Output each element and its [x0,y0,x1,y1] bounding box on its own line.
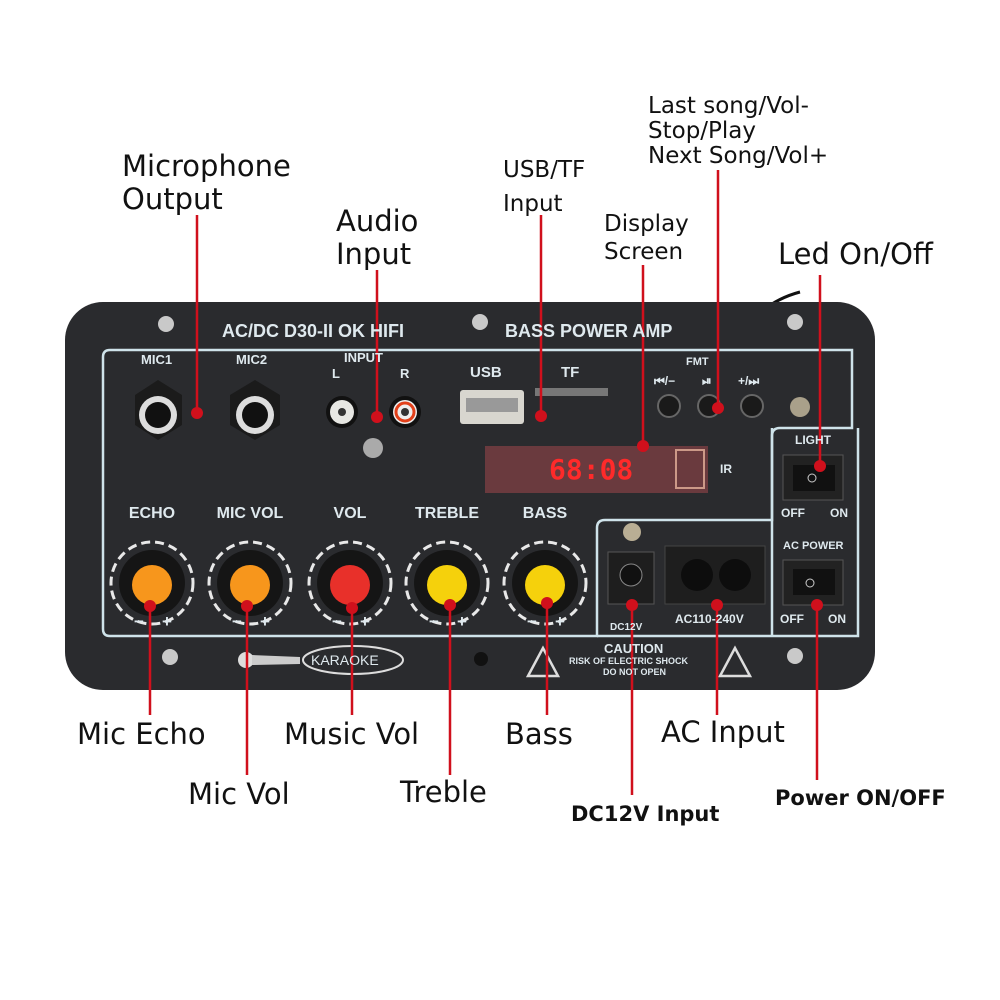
knob-bass[interactable] [502,540,588,626]
callout-display: Display Screen [604,211,689,265]
mounting-holes [158,314,803,665]
next-button [740,394,764,418]
callout-led: Led On/Off [778,237,933,271]
screw [790,397,810,417]
callout-dot [637,440,649,452]
knob-echo[interactable] [109,540,195,626]
callout-dc-input: DC12V Input [571,802,720,826]
input-label: INPUT [344,350,383,365]
callout-treble: Treble [400,775,487,809]
caution-line1: RISK OF ELECTRIC SHOCK [569,656,689,666]
right-label: R [400,366,410,381]
prev-label: ⏮/− [654,374,676,388]
ac-range-label: AC110-240V [675,612,744,626]
knob-minus-mark: − [527,612,537,631]
callout-audio-input: Audio Input [336,204,419,271]
rca-right [389,396,421,428]
callout-dot [346,602,358,614]
panel-trim [101,348,854,638]
dc12v-label: DC12V [610,622,643,633]
knob-label: MIC VOL [216,505,284,522]
play-label: ⏯ [702,374,712,388]
light-on-label: ON [830,506,848,520]
callout-dot [811,599,823,611]
rca-left [326,396,358,428]
knob-minus-mark: − [429,612,439,631]
mic2-label: MIC2 [236,352,268,367]
mic1-jack [135,380,182,440]
mic2-jack [230,380,280,440]
knob-label: VOL [333,505,367,522]
callout-mic-vol: Mic Vol [188,777,290,811]
light-label: LIGHT [795,433,831,447]
light-off-label: OFF [781,506,805,520]
knob-vol[interactable] [307,540,393,626]
knob-minus-mark: − [134,612,144,631]
screw [363,438,383,458]
knob-mic-vol[interactable] [207,540,293,626]
callout-dot [541,597,553,609]
mic1-label: MIC1 [141,352,173,367]
tf-slot [535,388,608,396]
ac-power-label: AC POWER [783,540,844,552]
power-off-label: OFF [780,612,804,626]
shock-warning-icon [525,645,561,678]
knob-plus-mark: + [260,612,270,631]
amp-label: BASS POWER AMP [505,321,673,341]
callout-usb-tf: USB/TF Input [503,157,586,217]
display-screen [485,446,708,493]
caution-label: CAUTION [604,641,664,656]
callout-dot [444,599,456,611]
knob-label: BASS [522,505,568,522]
usb-label: USB [470,364,502,381]
callout-dot [144,600,156,612]
tf-label: TF [561,364,580,381]
power-on-label: ON [828,612,846,626]
callout-dot [371,411,383,423]
display-digits: 68:08 [549,453,634,486]
callout-music-vol: Music Vol [284,717,420,751]
callout-dot [626,599,638,611]
callout-mic-echo: Mic Echo [77,717,206,751]
callout-dot [712,402,724,414]
model-label: AC/DC D30-II OK HIFI [222,321,405,341]
callout-dot [241,600,253,612]
callout-dot [191,407,203,419]
knob-minus-mark: − [332,612,342,631]
callout-dot [711,599,723,611]
next-label: +/⏭ [738,374,760,388]
ir-label: IR [720,462,732,476]
amplifier-panel [65,302,875,690]
knob-label: TREBLE [415,505,479,522]
knob-plus-mark: + [162,612,172,631]
left-label: L [332,366,340,381]
caution-line2: DO NOT OPEN [603,667,667,677]
callout-dot [535,410,547,422]
karaoke-label: KARAOKE [311,652,379,668]
callout-ac-input: AC Input [661,715,785,749]
knob-label: ECHO [128,505,176,522]
callout-dot [814,460,826,472]
callout-bass: Bass [505,717,573,751]
knob-plus-mark: + [360,612,370,631]
screw [623,523,641,541]
callout-mic-output: Microphone Output [122,149,291,216]
knob-minus-mark: − [232,612,242,631]
knob-plus-mark: + [457,612,467,631]
knob-treble[interactable] [404,540,490,626]
caution-icon [717,645,753,678]
fmt-label: FMT [686,356,709,368]
callout-power: Power ON/OFF [775,786,946,810]
prev-button [657,394,681,418]
callout-playback-controls: Last song/Vol- Stop/Play Next Song/Vol+ [648,93,829,169]
knob-plus-mark: + [555,612,565,631]
